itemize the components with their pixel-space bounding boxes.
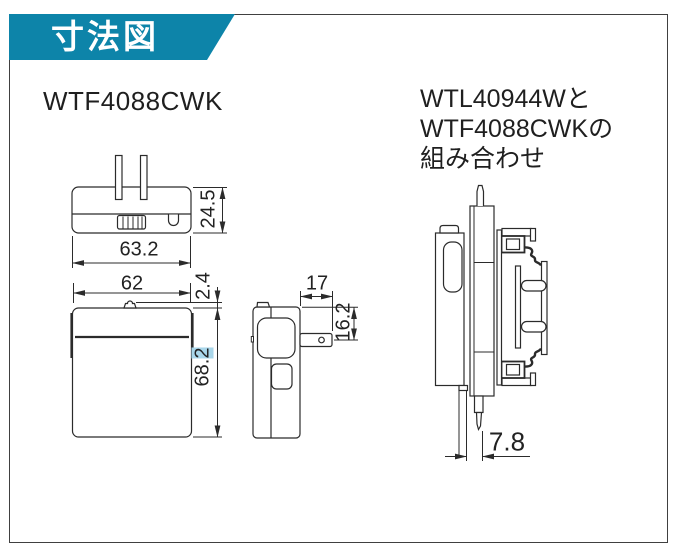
dim-label-2-4: 2.4 bbox=[192, 272, 215, 300]
dim-label-63-2: 63.2 bbox=[119, 238, 159, 261]
dim-label-68-2-highlighted-digit: 2 bbox=[191, 347, 214, 359]
combination-note: WTL40944Wと WTF4088CWKの 組み合わせ bbox=[420, 85, 614, 173]
dim-label-68-2: 68.2 bbox=[191, 347, 215, 387]
section-banner: 寸法図 bbox=[9, 14, 235, 60]
front-view-drawing bbox=[70, 283, 222, 438]
section-banner-title: 寸法図 bbox=[51, 18, 159, 55]
side-view-drawing bbox=[250, 291, 358, 439]
dim-label-17: 17 bbox=[305, 272, 329, 295]
dim-label-16-2: 16.2 bbox=[332, 302, 355, 342]
combined-view-drawing bbox=[434, 184, 548, 461]
product-title: WTF4088CWK bbox=[43, 86, 223, 116]
dim-label-68-2-prefix: 68. bbox=[191, 358, 214, 387]
top-view-drawing bbox=[71, 154, 227, 268]
page-frame bbox=[9, 14, 668, 543]
dim-label-62: 62 bbox=[120, 272, 144, 295]
dim-label-24-5: 24.5 bbox=[197, 189, 220, 229]
dim-label-7-8: 7.8 bbox=[488, 426, 526, 457]
